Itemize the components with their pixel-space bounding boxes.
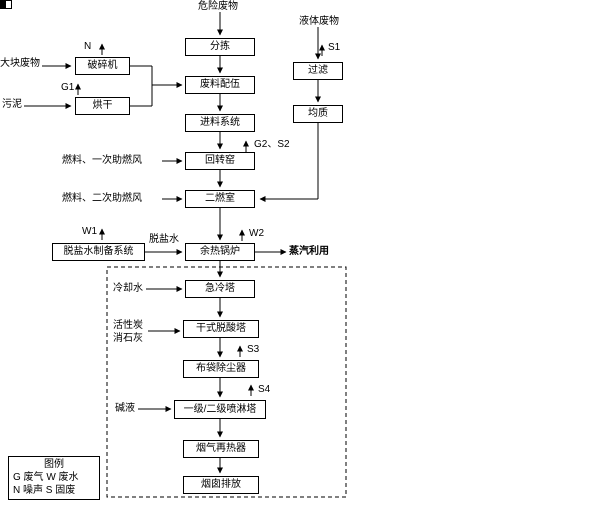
steam-use-label: 蒸汽利用 [289, 246, 329, 257]
hazardous-waste-label: 危险废物 [198, 1, 238, 12]
bulky-waste-label: 大块废物 [0, 58, 40, 69]
liquid-waste-label: 液体废物 [299, 16, 339, 27]
node-quench-tower: 急冷塔 [185, 280, 255, 298]
node-spray-tower: 一级/二级喷淋塔 [174, 400, 266, 419]
legend-title: 图例 [44, 459, 64, 470]
node-waste-heat-boiler: 余热锅炉 [185, 243, 255, 261]
emission-g1-label: G1 [61, 82, 75, 93]
node-feeding-system: 进料系统 [185, 114, 255, 132]
node-filter: 过滤 [293, 62, 343, 80]
sludge-label: 污泥 [2, 99, 22, 110]
emission-g2-s2-label: G2、S2 [254, 139, 290, 150]
node-flue-gas-reheater: 烟气再热器 [183, 440, 259, 458]
legend-line-gas-water: G 废气 W 废水 [13, 472, 79, 483]
corner-mark [0, 0, 12, 9]
emission-s1-label: S1 [328, 42, 341, 53]
alkali-label: 碱液 [115, 403, 135, 414]
node-secondary-chamber: 二燃室 [185, 190, 255, 208]
demin-water-label: 脱盐水 [149, 234, 179, 245]
emission-w2-label: W2 [249, 228, 264, 239]
emission-n-label: N [84, 41, 92, 52]
emission-arrows [75, 43, 325, 396]
node-sorting: 分拣 [185, 38, 255, 56]
fuel-primary-air-label: 燃料、一次助燃风 [62, 155, 142, 166]
fuel-secondary-air-label: 燃料、二次助燃风 [62, 193, 142, 204]
emission-s3-label: S3 [247, 344, 260, 355]
input-arrows [24, 27, 321, 412]
node-blending: 废料配伍 [185, 76, 255, 94]
legend-line-noise-solid: N 噪声 S 固废 [13, 485, 76, 496]
node-dryer: 烘干 [75, 97, 130, 115]
node-equalization: 均质 [293, 105, 343, 123]
activated-carbon-label: 活性炭 [113, 320, 143, 331]
node-rotary-kiln: 回转窑 [185, 152, 255, 170]
cooling-water-label: 冷却水 [113, 283, 143, 294]
node-stack-emission: 烟囱排放 [183, 476, 259, 494]
node-crusher: 破碎机 [75, 57, 130, 75]
node-dry-deacid-tower: 干式脱酸塔 [183, 320, 259, 338]
legend-box: 图例 G 废气 W 废水 N 噪声 S 固废 [8, 456, 100, 500]
node-bag-filter: 布袋除尘器 [183, 360, 259, 378]
slaked-lime-label: 消石灰 [113, 333, 143, 344]
flue-gas-treatment-boundary [106, 266, 347, 498]
emission-s4-label: S4 [258, 384, 271, 395]
node-demin-water-system: 脱盐水制备系统 [52, 243, 145, 261]
emission-w1-label: W1 [82, 226, 97, 237]
